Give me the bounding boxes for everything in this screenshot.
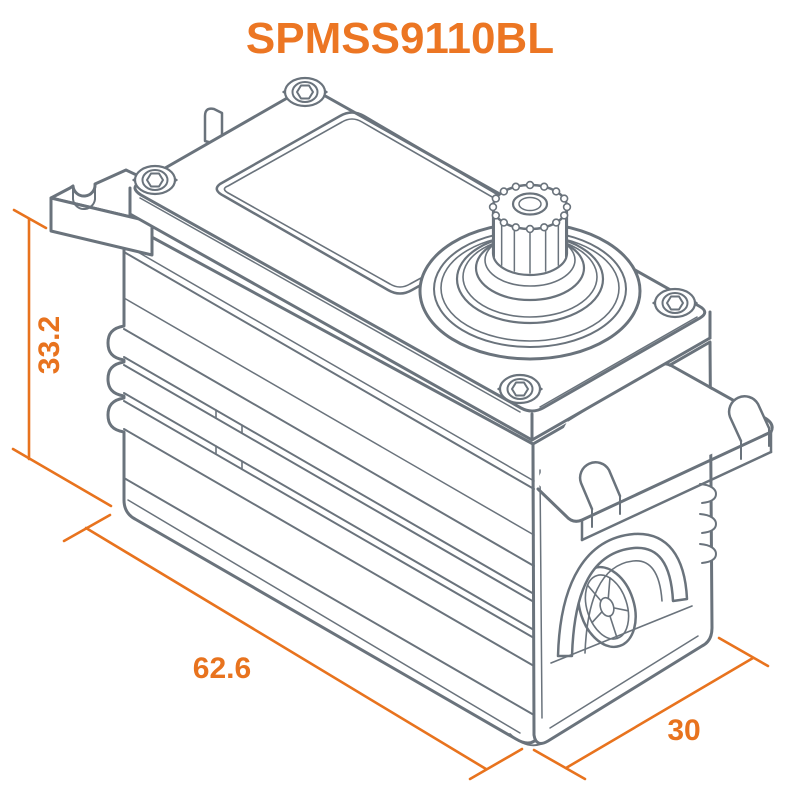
fin-webs (215, 409, 243, 470)
hex-socket-icon (146, 172, 164, 188)
gear-tooth-bump (511, 223, 521, 232)
extension-line (468, 747, 524, 781)
dimension-length: 62.6 (62, 513, 524, 781)
gear-tooth-bump (499, 187, 509, 196)
gear-tooth-bump (491, 194, 501, 203)
length-dimension-label: 62.6 (193, 652, 251, 685)
wheel-spoke (607, 577, 611, 600)
shaft-hole-inner (518, 196, 542, 212)
gear-tooth-bump (488, 202, 498, 212)
dimension-annotations: 33.2 62.6 30 (11, 208, 770, 781)
extension-line (532, 748, 587, 781)
spline-teeth (493, 213, 567, 274)
output-shaft (418, 180, 642, 361)
flange-slot-walls (740, 427, 770, 460)
extension-line (11, 447, 113, 508)
hex-socket-icon (511, 381, 529, 397)
product-title: SPMSS9110BL (246, 14, 554, 63)
cable-guard-arch (550, 532, 693, 664)
heatsink-fins (123, 243, 535, 734)
arch-inner-line (584, 560, 663, 654)
gear-tooth-bump (525, 224, 535, 234)
gear-tooth-bump (491, 211, 501, 220)
hex-socket-icon (296, 84, 314, 100)
gear-tooth-bump (562, 202, 572, 212)
gear-tooth-bump (559, 194, 569, 203)
flange-slot-walls (591, 495, 621, 528)
flange-skirt (580, 450, 773, 542)
spline-gear-teeth (488, 180, 572, 234)
case-corner-edge (539, 469, 543, 719)
arch-ribbon (556, 532, 689, 658)
shaft-hole (511, 192, 549, 216)
gear-tooth-bump (539, 182, 549, 191)
hex-socket-icon (666, 295, 684, 311)
dimension-line (84, 526, 488, 771)
flange-skirt-edges (580, 430, 773, 542)
servo-drawing (49, 76, 775, 747)
spline-cylinder-bottom (491, 251, 569, 277)
gear-tooth-bump (539, 223, 549, 232)
rear-fin-tabs (699, 483, 717, 564)
extension-line (717, 636, 770, 668)
gear-tooth-bump (551, 218, 561, 227)
dimension-line (564, 656, 755, 770)
gear-tooth-bump (511, 182, 521, 191)
right-mount-flange (536, 362, 775, 542)
wheel-spoke (586, 584, 602, 602)
wheel-spoke (591, 610, 603, 624)
wheel-spoke (612, 607, 630, 612)
end-face-chamfer (549, 635, 699, 729)
gear-tooth-bump (525, 180, 535, 190)
width-dimension-label: 30 (667, 714, 700, 747)
dimension-height: 33.2 (11, 208, 113, 508)
gear-tooth-bump (551, 187, 561, 196)
gear-tooth-bump (499, 218, 509, 227)
gear-tooth-bump (559, 211, 569, 220)
wheel-spokes (586, 577, 630, 640)
wheel-spoke (609, 615, 618, 640)
flange-slot (727, 395, 771, 443)
flange-slot (578, 461, 622, 511)
case-front-face (106, 220, 540, 745)
left-tab-skirt (49, 196, 154, 257)
case-foot (509, 733, 550, 747)
left-tab-notch (72, 185, 97, 211)
arch-base-line (550, 605, 693, 664)
height-dimension-label: 33.2 (33, 316, 66, 374)
lid-edge-highlights (139, 197, 698, 413)
corner-screws (132, 76, 698, 405)
dimension-width: 30 (532, 636, 770, 781)
lid-skirt-edges (128, 186, 712, 442)
